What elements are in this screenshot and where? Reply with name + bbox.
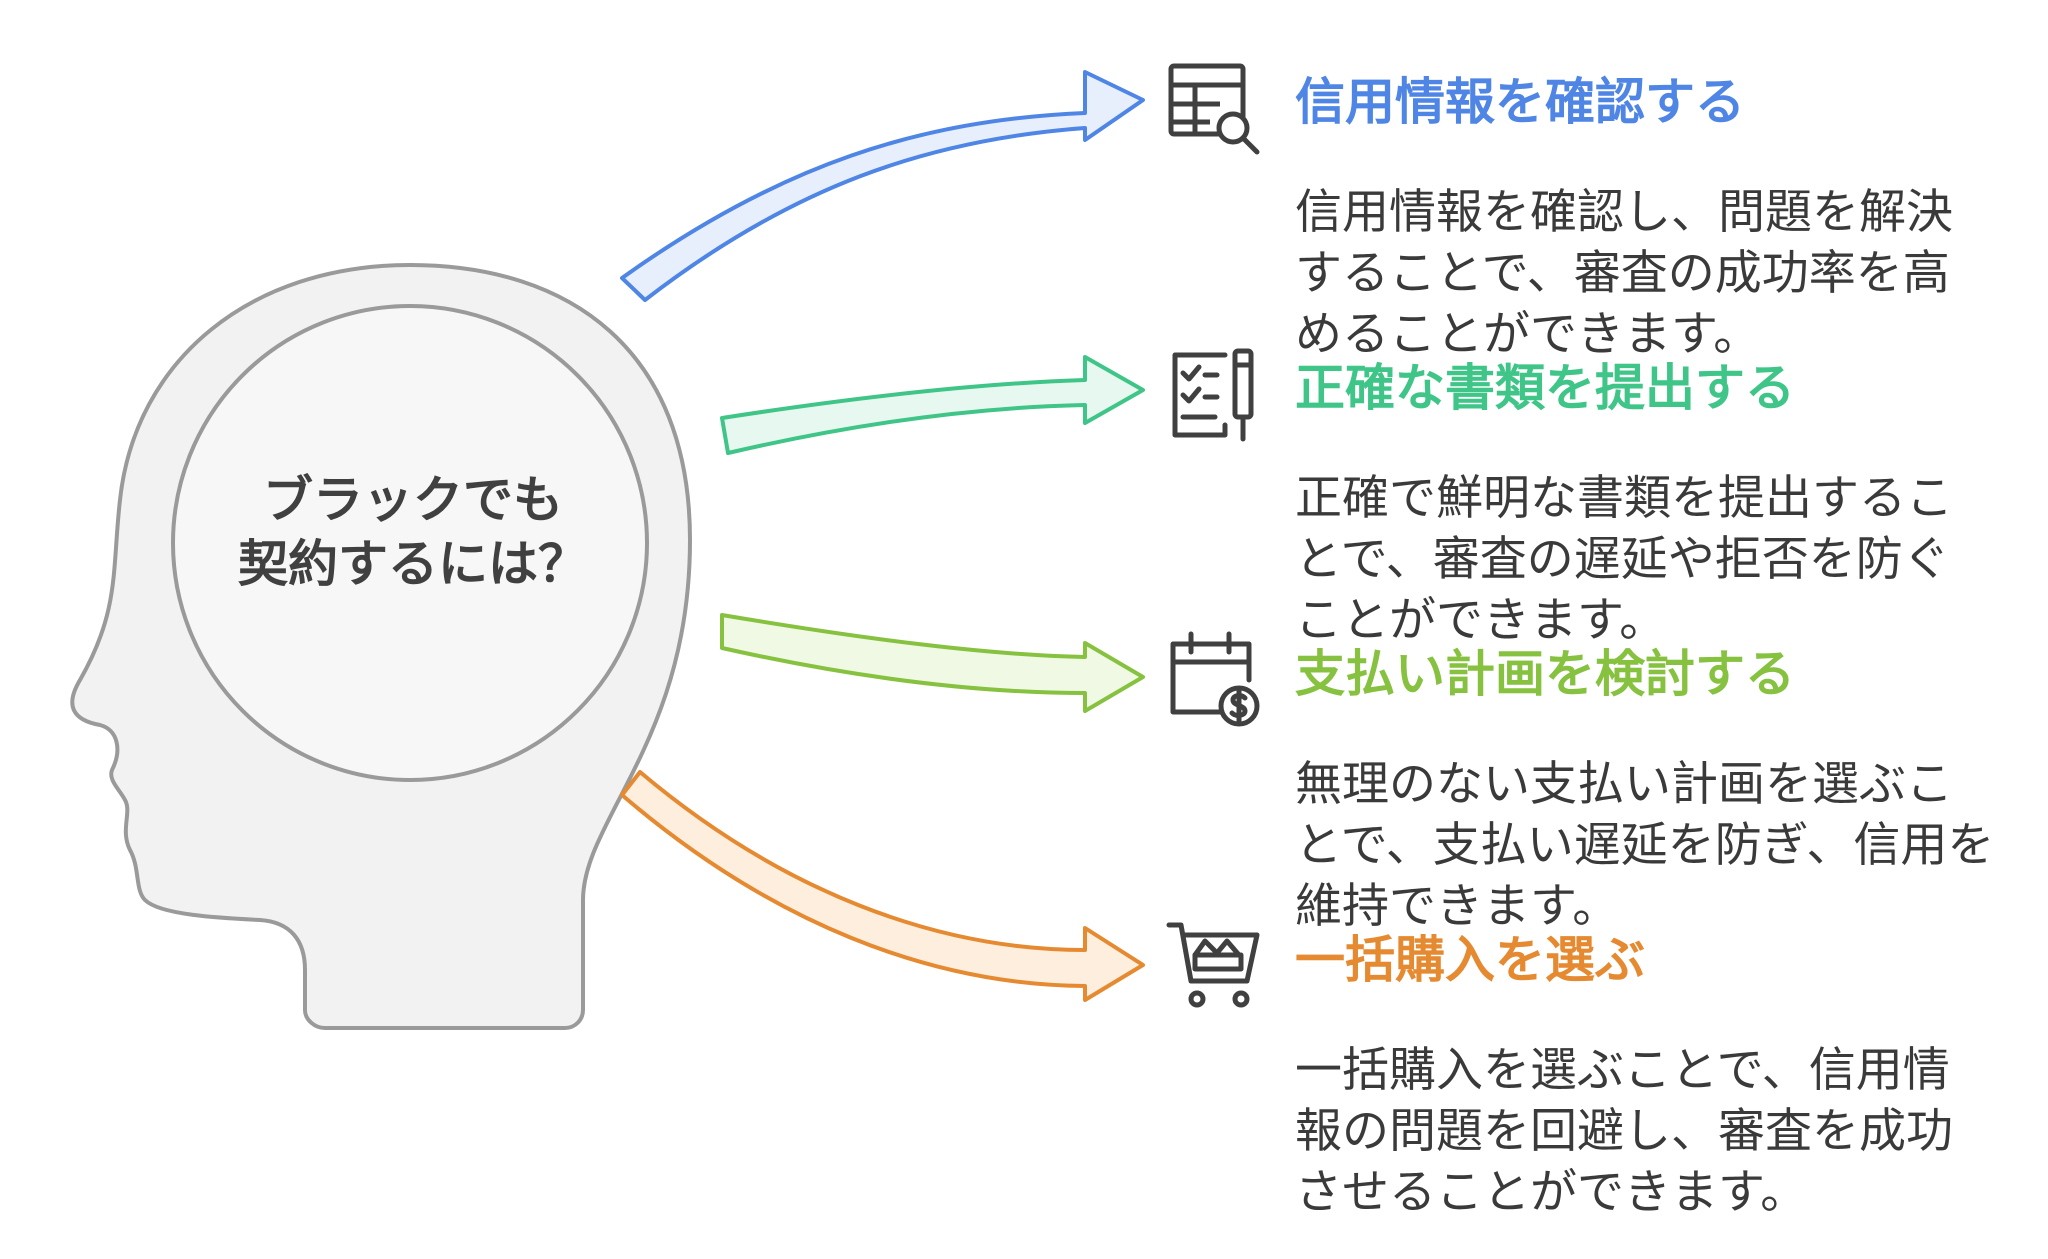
arrow-teal: [720, 355, 1145, 455]
center-line-1: ブラックでも: [263, 471, 563, 529]
item-payment-plan: 支払い計画を検討する 無理のない支払い計画を選ぶことで、支払い遅延を防ぎ、信用を…: [1295, 644, 2015, 937]
item-title: 支払い計画を検討する: [1295, 645, 1795, 703]
head-inner-circle: [171, 304, 649, 782]
item-description: 無理のない支払い計画を選ぶことで、支払い遅延を防ぎ、信用を維持できます。: [1295, 757, 1995, 934]
item-title: 信用情報を確認する: [1295, 73, 1745, 131]
checklist-pen-icon: [1172, 348, 1254, 442]
search-table-icon: [1168, 63, 1260, 155]
item-title: 一括購入を選ぶ: [1295, 931, 1645, 989]
arrow-blue: [620, 70, 1145, 302]
center-line-2: 契約するには？: [238, 535, 588, 593]
calendar-dollar-icon: [1170, 631, 1260, 727]
item-submit-documents: 正確な書類を提出する 正確で鮮明な書類を提出することで、審査の遅延や拒否を防ぐこ…: [1295, 358, 2015, 651]
item-description: 信用情報を確認し、問題を解決することで、審査の成功率を高めることができます。: [1295, 185, 1953, 362]
center-question: ブラックでも 契約するには？: [168, 468, 658, 596]
item-description: 一括購入を選ぶことで、信用情報の問題を回避し、審査を成功させることができます。: [1295, 1043, 1953, 1220]
item-title: 正確な書類を提出する: [1295, 359, 1795, 417]
item-lump-sum: 一括購入を選ぶ 一括購入を選ぶことで、信用情報の問題を回避し、審査を成功させるこ…: [1295, 930, 2015, 1223]
shopping-cart-icon: [1166, 922, 1260, 1008]
item-check-credit: 信用情報を確認する 信用情報を確認し、問題を解決することで、審査の成功率を高める…: [1295, 72, 2015, 365]
item-description: 正確で鮮明な書類を提出することで、審査の遅延や拒否を防ぐことができます。: [1295, 471, 1953, 648]
arrow-orange: [620, 770, 1145, 1002]
arrow-green: [720, 613, 1145, 713]
